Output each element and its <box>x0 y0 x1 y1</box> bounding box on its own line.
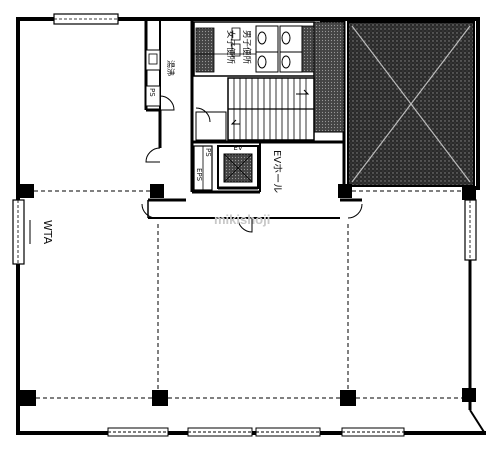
ps-door <box>195 107 211 123</box>
door-swing-left <box>141 203 157 219</box>
entry-door-left <box>145 147 161 163</box>
top-window <box>53 13 119 25</box>
toilet-area <box>193 21 345 133</box>
stairs <box>227 77 315 141</box>
left-window <box>12 199 25 265</box>
columns <box>20 184 476 406</box>
toilet-men-label: 男子便所 <box>241 30 252 65</box>
kyuto-label: 湯沸 <box>166 60 176 76</box>
kitchenette <box>145 49 161 107</box>
ps-left-label: PS <box>148 88 156 97</box>
column <box>462 186 476 200</box>
bottom-windows <box>107 427 405 437</box>
column <box>340 390 356 406</box>
column <box>338 184 352 198</box>
eps-panel <box>193 145 213 191</box>
grid-lines <box>34 190 462 399</box>
door-swing-right <box>347 203 363 219</box>
right-window <box>464 199 477 261</box>
column <box>20 184 34 198</box>
ps-center-label: PS <box>204 148 212 157</box>
ev-hall-label: EVホール <box>271 150 283 193</box>
watermark: mikishoji <box>214 212 270 227</box>
elevator <box>217 145 259 190</box>
column <box>462 388 476 402</box>
wta-label: WTA <box>41 220 54 245</box>
column <box>20 390 36 406</box>
door-swing-center <box>237 217 253 233</box>
kitchenette-door <box>159 95 175 111</box>
shaded-void <box>347 21 475 187</box>
corridor-wall <box>147 198 362 219</box>
column <box>152 390 168 406</box>
ev-label: EV <box>233 144 242 152</box>
column <box>150 184 164 198</box>
toilet-women-label: 女子便所 <box>225 30 236 65</box>
eps-label: EPS <box>195 168 203 182</box>
